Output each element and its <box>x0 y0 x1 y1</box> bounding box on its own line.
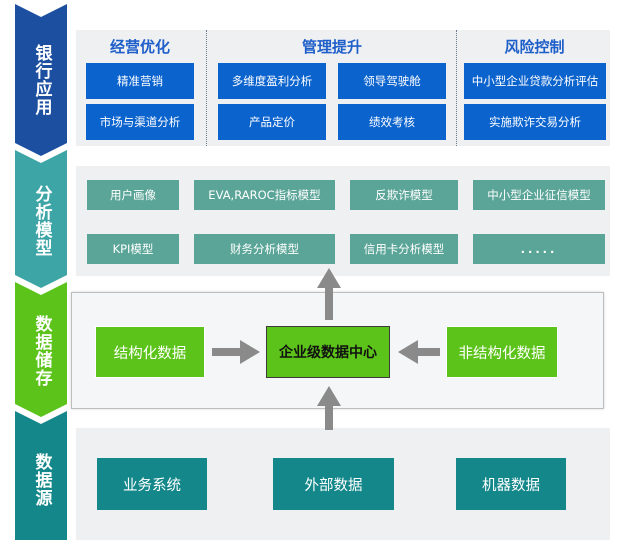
chevron-analysis-model <box>15 150 67 288</box>
model-eva-raroc: EVA,RAROC指标模型 <box>194 180 335 210</box>
chevron-data-storage <box>15 282 67 417</box>
layer-label-data-source: 数据源 <box>31 453 52 507</box>
app-market-channel-analysis: 市场与渠道分析 <box>86 104 194 140</box>
storage-unstructured-data: 非结构化数据 <box>446 326 558 378</box>
app-product-pricing: 产品定价 <box>218 104 326 140</box>
col-title-management-improvement: 管理提升 <box>301 38 362 56</box>
model-sme-credit: 中小型企业征信模型 <box>473 180 605 210</box>
model-kpi: KPI模型 <box>87 234 179 264</box>
storage-structured-data: 结构化数据 <box>95 326 205 378</box>
app-multidim-profit-analysis: 多维度盈利分析 <box>218 63 326 99</box>
app-precision-marketing: 精准营销 <box>86 63 194 99</box>
col-title-operation-optimization: 经营优化 <box>109 38 170 56</box>
model-financial-analysis: 财务分析模型 <box>194 234 335 264</box>
layer-chevrons <box>15 4 67 540</box>
model-anti-fraud: 反欺诈模型 <box>350 180 458 210</box>
layer-label-bank-app: 银行应用 <box>31 44 52 116</box>
app-sme-loan-evaluation: 中小型企业贷款分析评估 <box>464 63 606 99</box>
layer-label-analysis-model: 分析模型 <box>31 185 52 257</box>
app-leader-cockpit: 领导驾驶舱 <box>338 63 446 99</box>
app-fraud-transaction-analysis: 实施欺诈交易分析 <box>464 104 606 140</box>
model-more: ..... <box>473 234 605 264</box>
source-business-systems: 业务系统 <box>97 458 207 510</box>
col-title-risk-control: 风险控制 <box>504 38 565 56</box>
layer-label-data-storage: 数据储存 <box>31 315 52 387</box>
app-performance-assessment: 绩效考核 <box>338 104 446 140</box>
divider <box>206 30 207 146</box>
chevron-data-source <box>15 411 67 540</box>
source-machine-data: 机器数据 <box>456 458 566 510</box>
chevron-bank-app <box>15 4 67 156</box>
model-user-profile: 用户画像 <box>87 180 179 210</box>
source-external-data: 外部数据 <box>273 458 394 510</box>
divider <box>456 30 457 146</box>
storage-enterprise-data-center: 企业级数据中心 <box>266 326 390 378</box>
model-credit-card-analysis: 信用卡分析模型 <box>350 234 458 264</box>
